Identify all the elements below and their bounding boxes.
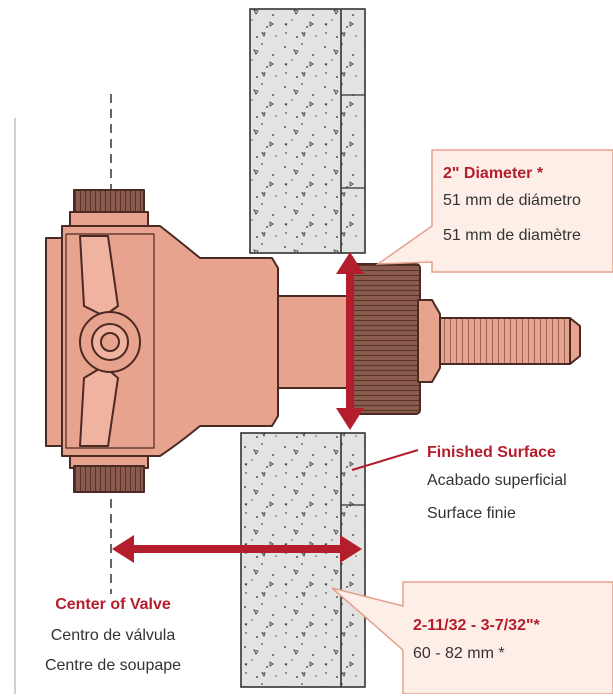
finished-surface-fr: Surface finie — [427, 505, 516, 522]
center-of-valve-title: Center of Valve — [55, 596, 171, 613]
callout-depth — [331, 581, 613, 695]
depth-title: 2-11/32 - 3-7/32"* — [413, 617, 540, 634]
double-arrow-vertical-icon — [336, 252, 364, 430]
callout-diameter — [375, 149, 613, 273]
finished-surface-es: Acabado superficial — [427, 472, 567, 489]
diameter-fr: 51 mm de diamètre — [443, 227, 581, 244]
diameter-title: 2" Diameter * — [443, 165, 544, 182]
valve-body — [45, 189, 581, 493]
finished-surface-title: Finished Surface — [427, 444, 556, 461]
wall-bottom — [240, 432, 366, 688]
diameter-es: 51 mm de diámetro — [443, 192, 581, 209]
wall-top — [249, 8, 366, 254]
depth-metric: 60 - 82 mm * — [413, 645, 505, 662]
center-of-valve-fr: Centre de soupape — [44, 657, 182, 674]
center-of-valve-es: Centro de válvula — [50, 627, 176, 644]
double-arrow-horizontal-icon — [112, 535, 362, 563]
finished-surface-leader — [351, 449, 419, 471]
